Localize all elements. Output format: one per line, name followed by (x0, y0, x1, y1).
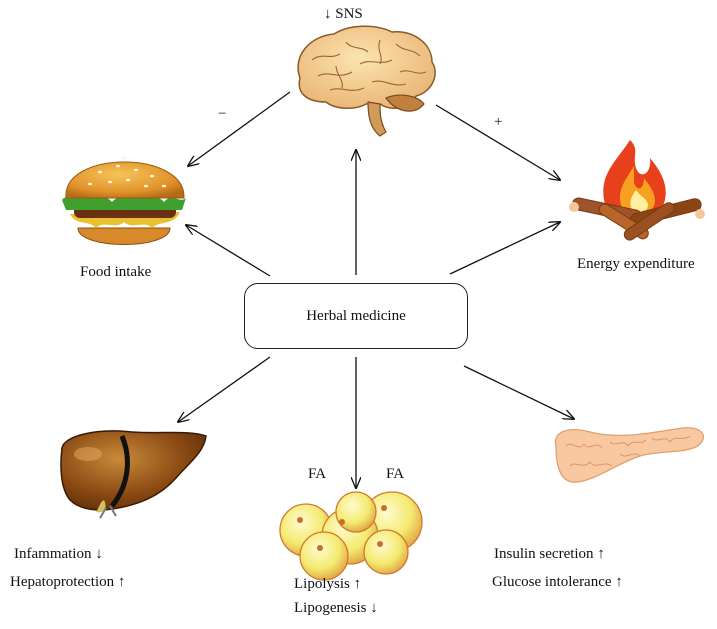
arrow-brain-to-food (188, 91, 291, 166)
herbal-medicine-box: Herbal medicine (244, 283, 468, 349)
liver-effect-hepatoprotection: Hepatoprotection ↑ (10, 574, 126, 590)
pancreas-icon (554, 427, 705, 483)
burger-icon (62, 156, 186, 245)
fat-cells-icon (279, 491, 423, 581)
pancreas-effect-insulin: Insulin secretion ↑ (494, 546, 605, 562)
fat-effect-lipolysis: Lipolysis ↑ (294, 576, 362, 592)
liver-icon (60, 430, 207, 519)
brain-icon (297, 25, 436, 137)
arrow-center-to-pancreas (463, 365, 574, 419)
fa-tag-right: FA (386, 466, 405, 482)
arrow-center-to-food (186, 225, 271, 277)
arrow-brain-to-energy (435, 104, 560, 180)
arrow-center-to-liver (178, 356, 271, 422)
herbal-medicine-label: Herbal medicine (306, 307, 406, 324)
energy-sign: + (494, 114, 503, 130)
brain-label: ↓ SNS (324, 6, 363, 22)
arrow-center-to-energy (449, 222, 560, 275)
food-sign: − (218, 106, 227, 122)
liver-effect-inflammation: Infammation ↓ (14, 546, 103, 562)
arrows (178, 91, 574, 488)
pancreas-effect-glucose: Glucose intolerance ↑ (492, 574, 623, 590)
food-intake-label: Food intake (80, 264, 152, 280)
fat-effect-lipogenesis: Lipogenesis ↓ (294, 600, 378, 616)
fa-tag-left: FA (308, 466, 327, 482)
energy-expenditure-label: Energy expenditure (577, 256, 695, 272)
campfire-icon (569, 140, 705, 241)
